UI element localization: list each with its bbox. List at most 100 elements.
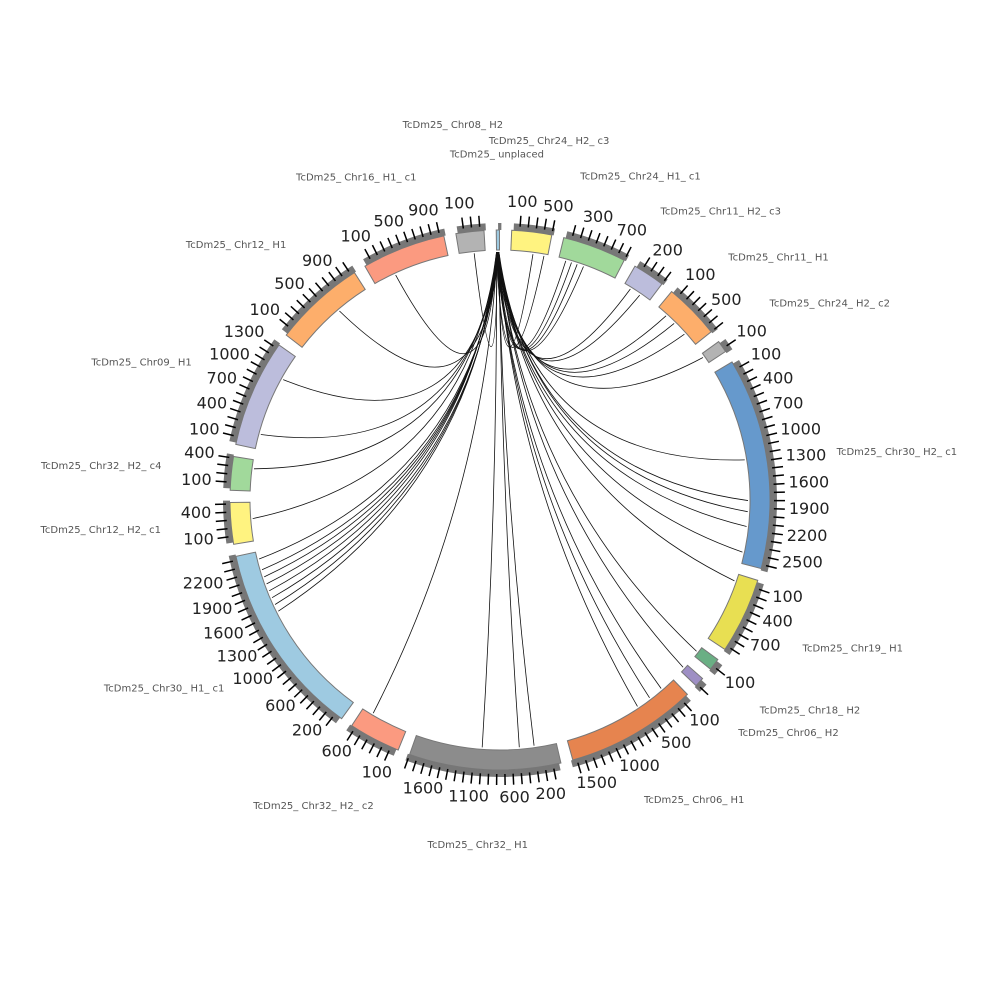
tick-mark	[229, 407, 241, 413]
segment-4[interactable]	[658, 284, 724, 345]
tick-mark	[342, 261, 350, 272]
tick-mark	[321, 276, 330, 287]
tick-mark	[734, 640, 745, 648]
tick-label: 1000	[780, 419, 821, 438]
link-10	[497, 251, 638, 707]
tick-mark	[239, 383, 250, 390]
tick-mark	[691, 296, 701, 306]
tick-mark	[435, 221, 440, 234]
segment-9[interactable]	[680, 664, 709, 696]
tick-mark	[235, 391, 247, 398]
tick-mark	[216, 527, 228, 531]
segment-band	[229, 501, 254, 545]
tick-mark	[217, 463, 229, 467]
tick-mark	[592, 757, 598, 769]
tick-mark	[263, 339, 274, 347]
link-4	[496, 251, 685, 378]
tick-label: 100	[444, 194, 475, 213]
segment-6[interactable]	[714, 360, 786, 573]
tick-label: 700	[773, 394, 804, 413]
tick-mark	[746, 618, 757, 626]
tick-mark	[353, 735, 361, 746]
tick-label: 700	[750, 636, 781, 655]
segment-19[interactable]	[455, 215, 486, 254]
tick-label: 500	[661, 733, 692, 752]
tick-mark	[217, 536, 229, 540]
link-13	[261, 251, 499, 571]
segment-10[interactable]	[566, 679, 693, 774]
segment-axis-band	[229, 339, 281, 443]
segment-axis-band	[498, 223, 502, 231]
tick-label: 1900	[192, 599, 233, 618]
tick-mark	[746, 376, 758, 383]
tick-mark	[571, 225, 577, 237]
tick-label: 1300	[224, 322, 265, 341]
tick-mark	[478, 773, 482, 785]
tick-mark	[346, 730, 354, 741]
segment-label: TcDm25_ Chr06_ H2	[737, 728, 838, 739]
tick-mark	[222, 560, 234, 565]
segment-2[interactable]	[558, 225, 632, 279]
segment-label: TcDm25_ Chr32_ H2_ c2	[252, 801, 374, 812]
tick-label: 1000	[619, 756, 660, 775]
segment-band	[364, 235, 449, 285]
tick-mark	[302, 293, 311, 303]
tick-label: 400	[197, 394, 228, 413]
segment-8[interactable]	[694, 646, 726, 676]
segment-band	[235, 344, 297, 450]
link-9	[498, 251, 684, 668]
tick-mark	[395, 234, 401, 246]
tick-mark	[749, 611, 761, 618]
segment-17[interactable]	[279, 261, 366, 349]
segment-band	[707, 573, 759, 651]
tick-mark	[361, 739, 368, 750]
tick-mark	[528, 772, 532, 784]
tick-mark	[312, 706, 321, 716]
segment-axis-band	[694, 679, 707, 692]
segment-18[interactable]	[363, 221, 449, 285]
tick-mark	[444, 768, 449, 780]
tick-mark	[683, 702, 693, 712]
segment-0[interactable]	[495, 223, 502, 251]
segment-1[interactable]	[510, 215, 556, 256]
segment-band	[566, 679, 689, 761]
tick-label: 100	[736, 322, 767, 341]
tick-mark	[579, 227, 585, 239]
segment-label: TcDm25_ Chr32_ H2_ c4	[40, 461, 162, 472]
segment-14[interactable]	[215, 500, 254, 545]
tick-mark	[615, 747, 622, 759]
segment-3[interactable]	[624, 257, 672, 301]
tick-mark	[643, 257, 651, 268]
tick-mark	[703, 308, 713, 318]
segment-axis-band	[723, 582, 764, 655]
segment-16[interactable]	[222, 339, 297, 450]
segment-12[interactable]	[346, 708, 407, 761]
tick-label: 500	[543, 197, 574, 216]
tick-label: 100	[249, 300, 280, 319]
tick-mark	[600, 754, 606, 766]
segment-5[interactable]	[701, 339, 737, 364]
tick-label: 200	[652, 240, 683, 259]
segment-band	[351, 708, 407, 751]
segment-7[interactable]	[707, 573, 770, 655]
tick-label: 1100	[448, 786, 489, 805]
tick-mark	[276, 670, 287, 679]
tick-mark	[765, 564, 777, 569]
segment-13[interactable]	[222, 551, 355, 727]
segment-11[interactable]	[403, 734, 562, 785]
segment-band	[680, 664, 704, 687]
tick-label: 700	[617, 220, 648, 239]
tick-mark	[770, 540, 782, 544]
segment-axis-band	[346, 724, 397, 756]
segments-layer	[215, 215, 786, 785]
segment-label: TcDm25_ Chr18_ H2	[759, 705, 860, 716]
tick-mark	[218, 454, 230, 459]
tick-mark	[478, 215, 481, 227]
tick-label: 1600	[203, 623, 244, 642]
tick-mark	[663, 271, 672, 282]
link-17	[339, 251, 500, 368]
tick-label: 600	[265, 696, 296, 715]
segment-15[interactable]	[215, 453, 254, 492]
tick-mark	[244, 622, 256, 629]
